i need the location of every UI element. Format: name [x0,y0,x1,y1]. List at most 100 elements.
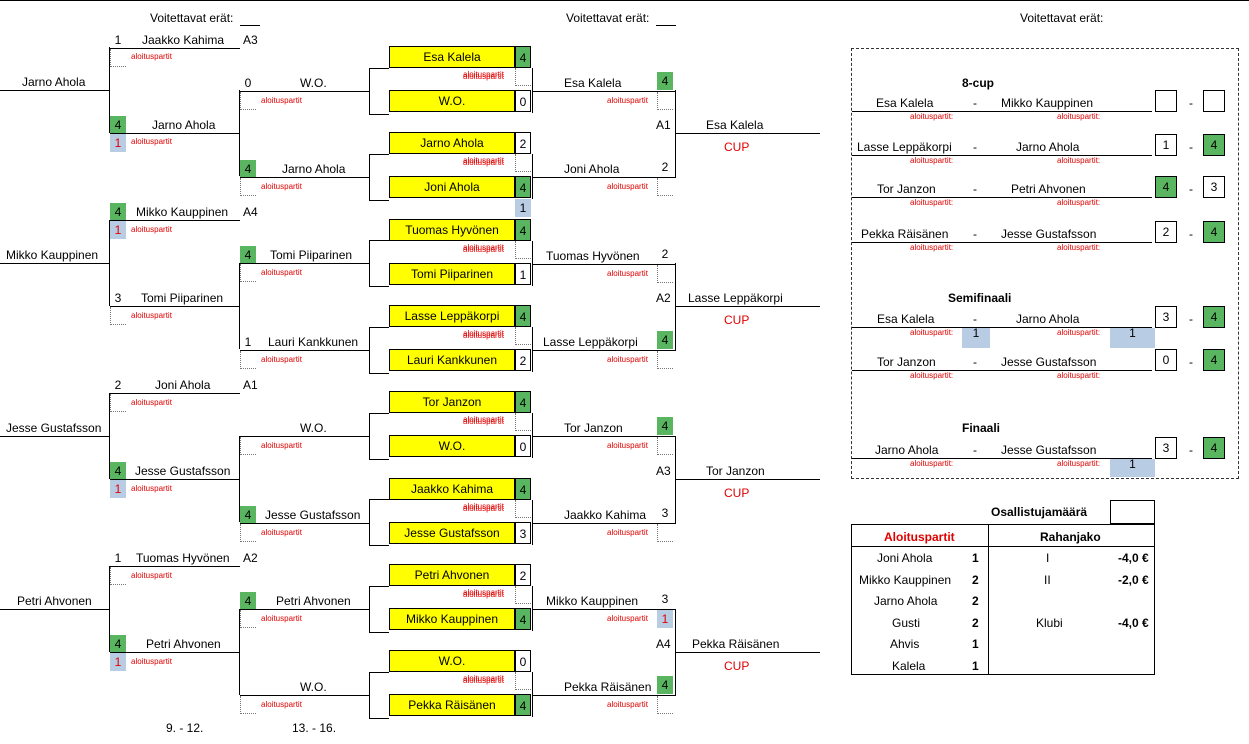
yellow-player-box[interactable]: Joni Ahola [389,176,515,199]
r3-player[interactable]: Lauri Kankkunen [268,335,359,349]
aloituspartit-tag: aloituspartit: [1057,112,1101,121]
panel-player-a[interactable]: Lasse Leppäkorpi [857,140,952,154]
panel-player-b[interactable]: Jesse Gustafsson [1001,355,1097,369]
r6-code: A3 [656,464,671,478]
yellow-player-box[interactable]: Jarno Ahola [389,132,515,155]
panel-player-b[interactable]: Petri Ahvonen [1011,182,1086,196]
r5-player[interactable]: Tuomas Hyvönen [546,248,640,263]
header-winning-sets-2: Voitettavat erät: [566,11,650,25]
panel-score-b[interactable]: 4 [1203,221,1225,243]
osallistujamaara-label: Osallistujamäärä [991,505,1088,519]
panel-score-a[interactable]: 3 [1155,437,1177,459]
r2-player[interactable]: Jaakko Kahima [142,33,225,47]
r5-player[interactable]: Pekka Räisänen [564,680,652,695]
r3-player[interactable]: Jarno Ahola [282,162,346,176]
panel-score-a[interactable]: 4 [1155,176,1177,198]
yellow-player-box[interactable]: Lauri Kankkunen [389,348,515,371]
aloituspartit-count: 2 [972,615,979,630]
r1-player[interactable]: Petri Ahvonen [17,594,92,608]
yellow-score: 2 [515,348,531,371]
yellow-player-box[interactable]: Mikko Kauppinen [389,607,515,630]
panel-player-b[interactable]: Mikko Kauppinen [1001,96,1094,110]
r2-player[interactable]: Mikko Kauppinen [136,205,229,219]
panel-score-a[interactable] [1155,90,1177,112]
r5-player[interactable]: Tor Janzon [564,421,623,436]
panel-player-b[interactable]: Jesse Gustafsson [1001,443,1097,457]
r5-player[interactable]: Mikko Kauppinen [546,593,639,608]
yellow-player-box[interactable]: Petri Ahvonen [389,563,515,586]
r6-player[interactable]: Lasse Leppäkorpi [688,291,783,305]
yellow-player-box[interactable]: W.O. [389,90,515,112]
panel-player-a[interactable]: Esa Kalela [877,312,935,326]
panel-player-a[interactable]: Esa Kalela [876,96,934,110]
r2-player[interactable]: Jesse Gustafsson [135,464,231,478]
panel-dash: - [1189,182,1193,196]
panel-player-b[interactable]: Jarno Ahola [1016,312,1080,326]
panel-score-a[interactable]: 0 [1155,349,1177,371]
aloituspartit-name: Gusti [892,615,921,630]
osallistujamaara-field[interactable] [1110,500,1155,524]
r3-player[interactable]: Jesse Gustafsson [265,508,361,522]
r3-player[interactable]: W.O. [300,421,327,435]
r5-player[interactable]: Joni Ahola [564,162,620,177]
header-blank-1 [240,25,260,26]
r3-player[interactable]: W.O. [300,76,327,90]
r6-player[interactable]: Esa Kalela [706,118,764,132]
r3-player[interactable]: Tomi Piiparinen [270,248,353,262]
panel-player-b[interactable]: Jarno Ahola [1016,140,1080,154]
yellow-player-box[interactable]: Jaakko Kahima [389,477,515,500]
yellow-player-box[interactable]: Tuomas Hyvönen [389,218,515,241]
yellow-player-box[interactable]: Pekka Räisänen [389,694,515,717]
r5-player[interactable]: Esa Kalela [564,76,622,90]
yellow-player-box[interactable]: W.O. [389,650,515,673]
blue-cell: 1 [515,199,531,217]
r5-player[interactable]: Lasse Leppäkorpi [543,334,638,349]
panel-score-b[interactable]: 4 [1203,134,1225,156]
r2-player[interactable]: Petri Ahvonen [146,637,221,651]
r5-score: 2 [661,160,669,175]
blue-cell: 1 [962,327,990,348]
yellow-player-box[interactable]: W.O. [389,435,515,458]
panel-score-a[interactable]: 1 [1155,134,1177,156]
yellow-player-box[interactable]: Tor Janzon [389,391,515,414]
cup-label: CUP [724,140,750,154]
aloituspartit-tag: aloituspartit [607,268,648,278]
r5-score: 4 [657,417,673,436]
aloituspartit-tag: aloituspartit [131,225,172,234]
r2-score: 4 [110,635,126,653]
aloituspartit-tag: aloituspartit [131,657,172,666]
panel-dash: - [973,96,977,110]
panel-score-b[interactable]: 4 [1203,349,1225,371]
r6-player[interactable]: Tor Janzon [706,464,765,478]
r2-player[interactable]: Jarno Ahola [152,118,216,132]
panel-score-a[interactable]: 2 [1155,221,1177,243]
r6-player[interactable]: Pekka Räisänen [692,637,780,651]
top-rule [0,0,1249,1]
panel-player-a[interactable]: Pekka Räisänen [861,227,949,241]
r1-player[interactable]: Jarno Ahola [22,75,86,89]
r2-player[interactable]: Tomi Piiparinen [141,291,224,305]
panel-score-b[interactable]: 4 [1203,306,1225,328]
r3-player[interactable]: W.O. [300,680,327,694]
panel-player-a[interactable]: Tor Janzon [877,182,936,196]
aloituspartit-tag: aloituspartit [131,398,172,407]
yellow-player-box[interactable]: Jesse Gustafsson [389,521,515,544]
aloituspartit-tag: aloituspartit [607,613,648,623]
panel-score-b[interactable]: 3 [1203,176,1225,198]
panel-score-b[interactable] [1203,90,1225,112]
panel-score-a[interactable]: 3 [1155,306,1177,328]
yellow-player-box[interactable]: Esa Kalela [389,46,515,68]
yellow-player-box[interactable]: Tomi Piiparinen [389,262,515,285]
r5-player[interactable]: Jaakko Kahima [564,507,647,522]
panel-player-b[interactable]: Jesse Gustafsson [1001,227,1097,241]
r3-player[interactable]: Petri Ahvonen [276,594,351,608]
r2-player[interactable]: Joni Ahola [155,378,211,392]
panel-score-b[interactable]: 4 [1203,437,1225,459]
panel-player-a[interactable]: Tor Janzon [877,355,936,369]
r1-player[interactable]: Jesse Gustafsson [6,421,102,435]
aloituspartit-tag: aloituspartit [463,328,504,338]
yellow-player-box[interactable]: Lasse Leppäkorpi [389,304,515,327]
r1-player[interactable]: Mikko Kauppinen [6,248,99,262]
panel-player-a[interactable]: Jarno Ahola [875,443,939,457]
r2-player[interactable]: Tuomas Hyvönen [136,551,230,565]
